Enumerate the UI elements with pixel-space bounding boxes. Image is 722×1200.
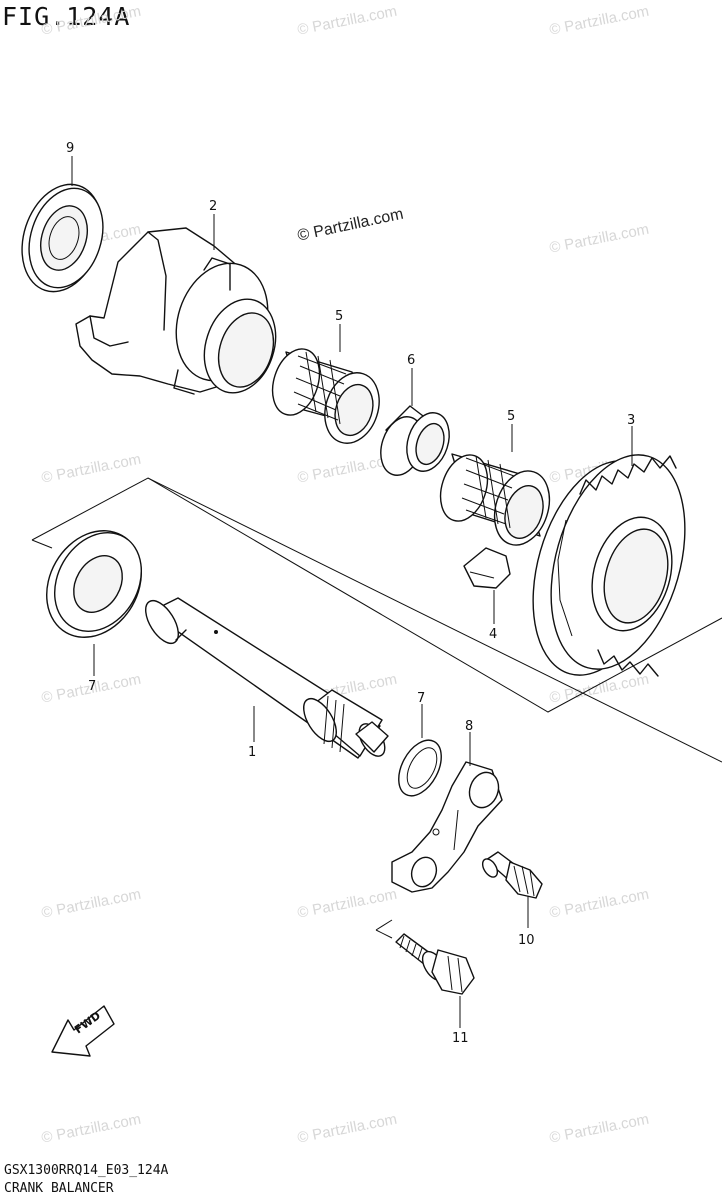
callout-3: 3 bbox=[627, 413, 635, 428]
callout-4: 4 bbox=[489, 627, 497, 642]
collar[interactable] bbox=[374, 405, 457, 481]
callout-8: 7 bbox=[417, 691, 425, 706]
callout-10: 10 bbox=[518, 933, 535, 948]
woodruff-key[interactable] bbox=[463, 547, 511, 589]
balancer-driven-gear[interactable] bbox=[510, 439, 708, 691]
callout-11: 11 bbox=[452, 1031, 469, 1046]
o-ring[interactable] bbox=[390, 733, 450, 803]
bolt-11[interactable] bbox=[395, 933, 475, 995]
frame-line bbox=[375, 919, 393, 939]
balancer-shaft[interactable] bbox=[139, 595, 390, 760]
bolt-10[interactable] bbox=[480, 851, 543, 899]
needle-bearing-upper[interactable] bbox=[265, 343, 388, 450]
callout-2: 2 bbox=[209, 199, 217, 214]
diagram-code: GSX1300RRQ14_E03_124A bbox=[4, 1163, 169, 1178]
oil-seal-upper[interactable] bbox=[9, 174, 115, 302]
balancer-weight[interactable] bbox=[75, 227, 287, 402]
needle-bearing-lower[interactable] bbox=[433, 449, 559, 552]
callout-1: 1 bbox=[248, 745, 256, 760]
fwd-arrow-icon: FWD bbox=[51, 1005, 115, 1057]
callout-7: 9 bbox=[66, 141, 74, 156]
oil-seal-lower[interactable] bbox=[28, 514, 160, 655]
figure-title: FIG.124A bbox=[2, 2, 131, 31]
diagram-name: CRANK BALANCER bbox=[4, 1181, 114, 1196]
callout-6: 6 bbox=[407, 353, 415, 368]
callout-7: 7 bbox=[88, 679, 96, 694]
callout-9: 8 bbox=[465, 719, 473, 734]
callout-5: 5 bbox=[335, 309, 343, 324]
frame-line bbox=[31, 539, 53, 549]
callout-5: 5 bbox=[507, 409, 515, 424]
frame-line bbox=[147, 477, 722, 713]
balancer-lever[interactable] bbox=[391, 761, 503, 893]
